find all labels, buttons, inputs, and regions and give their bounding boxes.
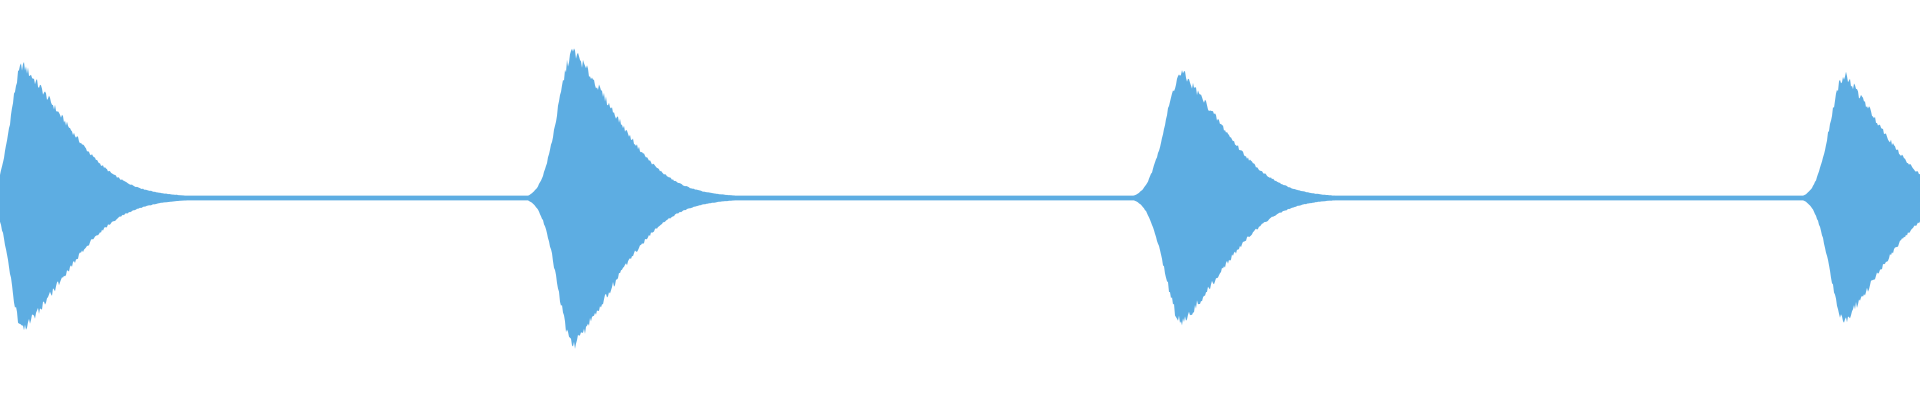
- waveform-shape: [0, 48, 1920, 349]
